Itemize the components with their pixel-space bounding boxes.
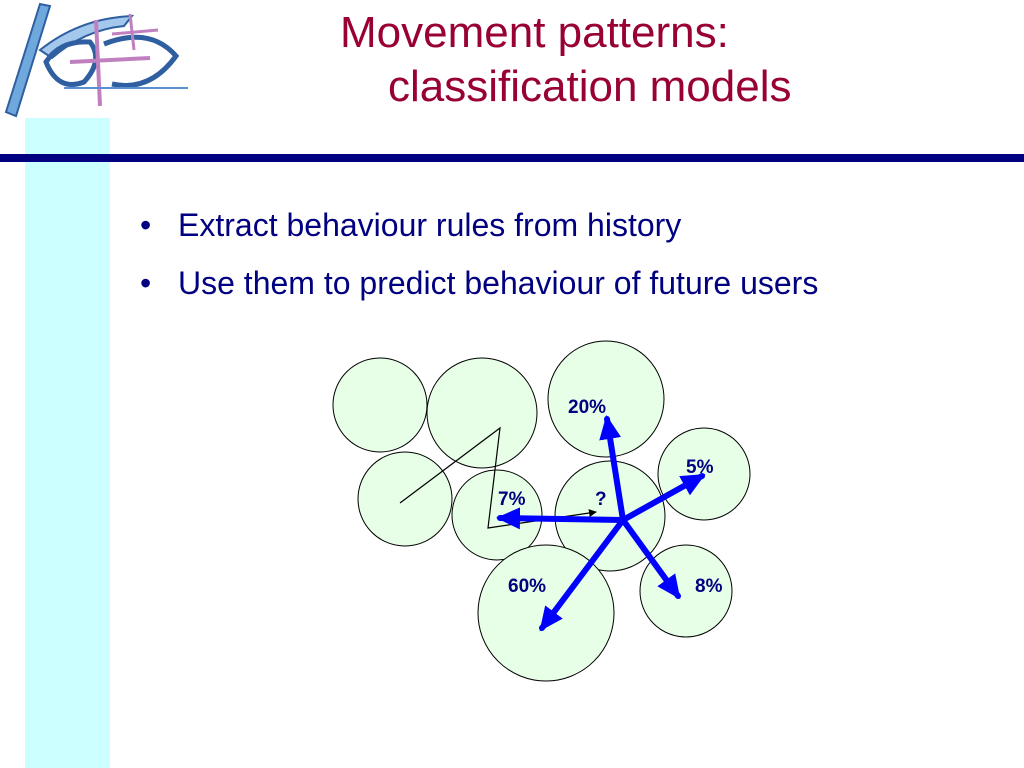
arrow-up	[599, 415, 626, 523]
label-current: ?	[595, 489, 607, 510]
title-divider	[0, 154, 1024, 162]
label-down-left: 60%	[508, 576, 546, 597]
bullet-glyph: •	[140, 265, 152, 301]
cell-circle	[547, 340, 665, 458]
arrow-upper-right	[620, 473, 706, 523]
bullet-glyph: •	[140, 207, 152, 243]
movement-diagram: 20% 5% 7% ? 60% 8%	[332, 340, 751, 682]
cell-circle	[477, 544, 615, 682]
slide-title: Movement patterns: classification models	[340, 6, 1000, 114]
label-left: 7%	[498, 489, 526, 510]
title-line-1: Movement patterns:	[340, 8, 729, 57]
cell-circle	[451, 469, 543, 561]
label-upper-right: 5%	[686, 457, 714, 478]
label-up: 20%	[568, 397, 606, 418]
arrow-down-right	[620, 517, 681, 600]
cell-circle	[332, 357, 428, 453]
label-down-right: 8%	[695, 576, 723, 597]
bullet-item: • Use them to predict behaviour of futur…	[140, 254, 818, 312]
bullet-item: • Extract behaviour rules from history	[140, 196, 818, 254]
arrow-down-left	[539, 517, 626, 632]
bullet-list: • Extract behaviour rules from history •…	[140, 196, 818, 312]
logo	[4, 2, 188, 118]
arrow-left	[496, 507, 626, 530]
cell-circle	[426, 357, 538, 469]
cell-circle	[639, 544, 733, 638]
bullet-text: Use them to predict behaviour of future …	[178, 265, 819, 301]
title-line-2: classification models	[388, 62, 792, 111]
side-band	[25, 118, 110, 768]
bullet-text: Extract behaviour rules from history	[178, 207, 682, 243]
